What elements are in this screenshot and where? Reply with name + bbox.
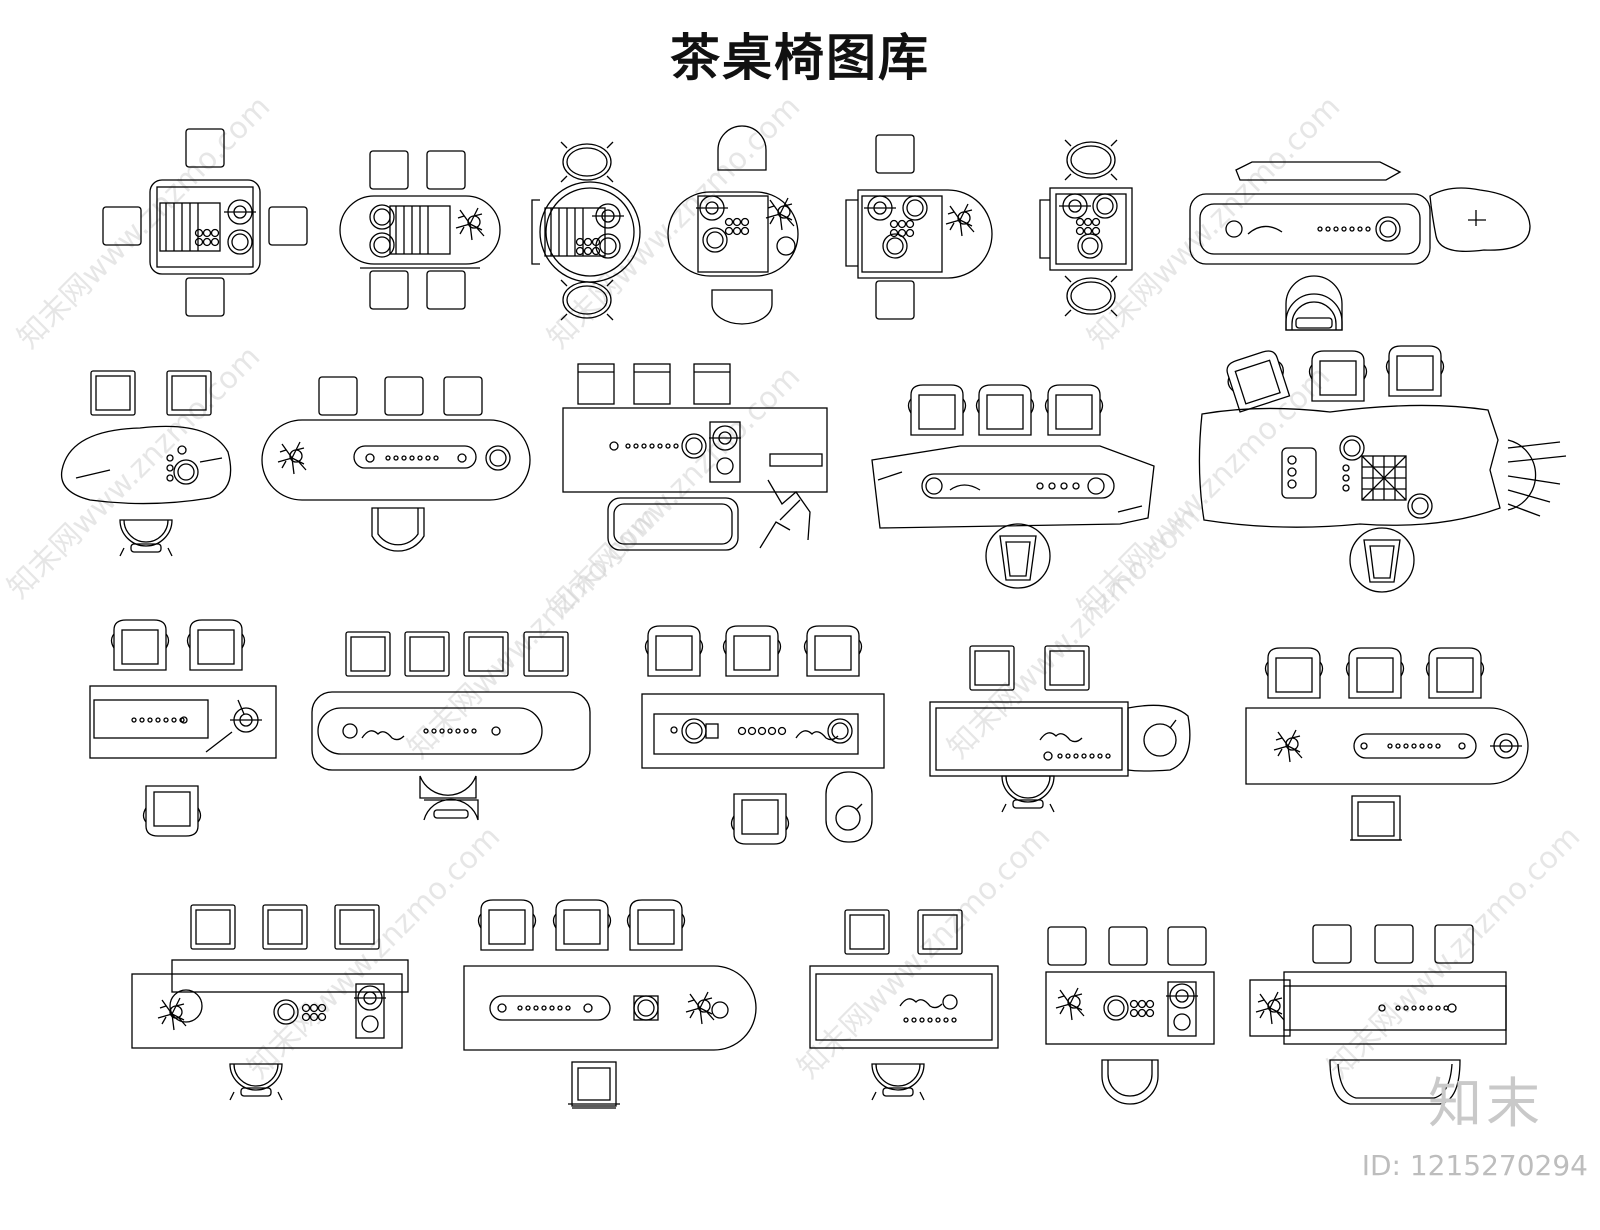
rect-table-2-seats <box>809 909 999 1101</box>
natural-slab-2-seats <box>60 370 232 557</box>
watermark: 知末网www.znzmo.com <box>1 339 267 605</box>
compact-table-3-stools <box>1045 926 1215 1105</box>
long-table-rounded-seat <box>1249 924 1507 1105</box>
rect-table-3-armchairs-side <box>641 625 885 845</box>
d-end-tea-table <box>845 134 993 320</box>
live-edge-table-3-armchairs <box>871 384 1155 589</box>
rounded-end-table-3-chairs <box>1245 647 1529 841</box>
watermark: 知末网www.znzmo.com <box>1321 819 1587 1085</box>
page-title: 茶桌椅图库 <box>670 29 930 87</box>
watermark: 知末网www.znzmo.com <box>791 819 1057 1085</box>
square-tea-table-2-chairs <box>1039 139 1133 317</box>
rect-table-2-armchairs <box>89 619 277 837</box>
capsule-table-3-seats <box>261 376 531 552</box>
stone-tea-table-long <box>1189 161 1531 331</box>
table-with-stone-end <box>929 645 1191 813</box>
watermark: 知末网www.znzmo.com <box>241 819 507 1085</box>
watermark: 知末网www.znzmo.com <box>11 89 277 355</box>
round-tea-table-3-chairs <box>531 141 641 321</box>
capsule-tea-table-2-chairs <box>667 125 799 325</box>
stepped-table-3-chairs <box>131 904 409 1101</box>
image-id-label: ID: 1215270294 <box>1361 1149 1588 1182</box>
pill-table-4-stools <box>311 631 591 821</box>
square-tea-table-4-seats <box>102 128 308 317</box>
d-end-long-table <box>463 899 757 1109</box>
brand-logo: 知末 <box>1428 1072 1544 1135</box>
watermark: 知末网www.znzmo.com <box>1081 89 1347 355</box>
oval-tea-table-4-seats <box>339 150 501 310</box>
rect-table-branch-stand <box>562 363 828 551</box>
watermark-layer: 知末网www.znzmo.com 知末网www.znzmo.com 知末网www… <box>1 89 1587 1085</box>
live-edge-table-with-go-board <box>1198 345 1567 593</box>
